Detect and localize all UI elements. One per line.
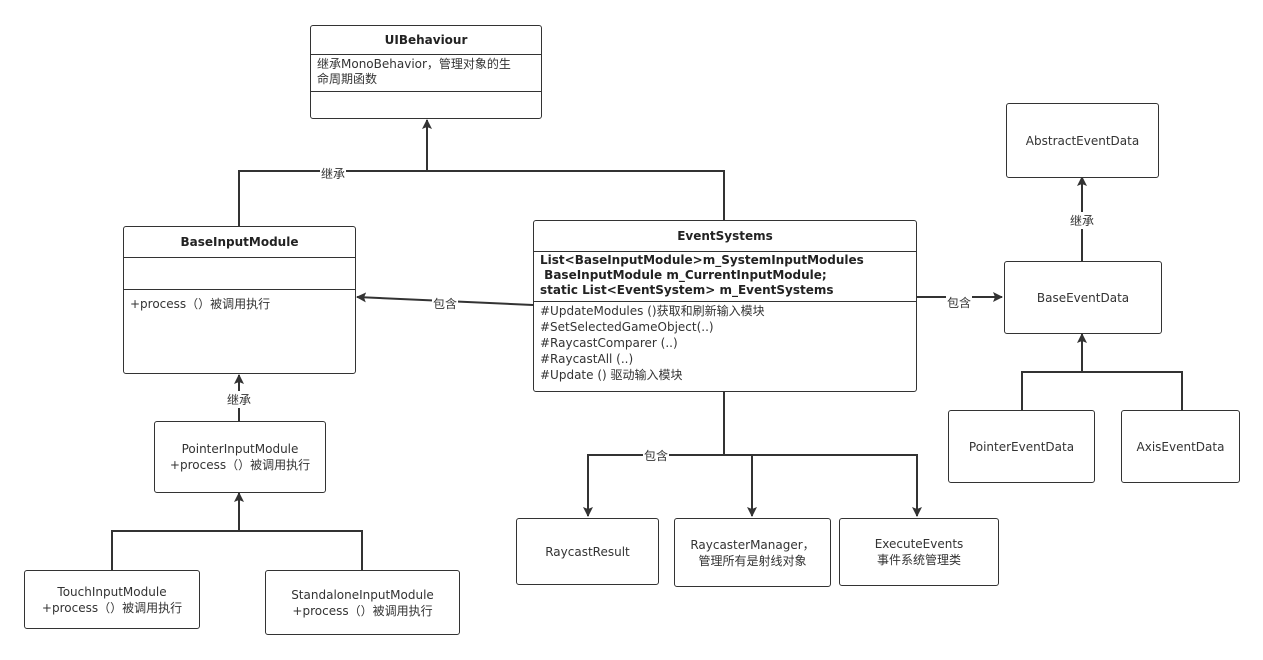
box-line: TouchInputModule (57, 584, 167, 599)
class-title: BaseInputModule (180, 235, 299, 249)
box-line: +process（）被调用执行 (169, 458, 311, 472)
eventsystems-class[interactable]: EventSystems List<BaseInputModule>m_Syst… (533, 220, 917, 392)
edge-label-contain: 包含 (946, 294, 973, 311)
edge-label-inherit: 继承 (1069, 212, 1096, 229)
method-item: #SetSelectedGameObject(..) (540, 320, 714, 334)
box-line: +process（）被调用执行 (292, 603, 433, 618)
class-empty-section (124, 257, 355, 289)
abstracteventdata-box[interactable]: AbstractEventData (1006, 103, 1159, 178)
edge-touch-to-pointer (111, 492, 244, 570)
class-empty-section (311, 91, 541, 118)
box-line: AbstractEventData (1025, 133, 1140, 148)
box-line: RaycasterManager， (690, 537, 815, 552)
pointereventdata-box[interactable]: PointerEventData (948, 410, 1095, 483)
box-line: ExecuteEvents (874, 537, 964, 551)
method-item: #RaycastAll (..) (540, 352, 634, 366)
box-line: PointerInputModule (181, 442, 299, 456)
edge-pointerdata-to-baseeventdata (1021, 333, 1087, 410)
field-item: List<BaseInputModule>m_SystemInputModule… (540, 253, 864, 267)
box-line: RaycastResult (545, 544, 630, 559)
class-methods: +process（）被调用执行 (124, 289, 355, 373)
axiseventdata-box[interactable]: AxisEventData (1121, 410, 1240, 483)
touchinputmodule-box[interactable]: TouchInputModule +process（）被调用执行 (24, 570, 200, 629)
edge-to-raycastermanager (724, 454, 757, 517)
edge-label-inherit: 继承 (320, 165, 347, 182)
class-fields: List<BaseInputModule>m_SystemInputModule… (534, 251, 916, 301)
box-line: StandaloneInputModule (291, 587, 434, 602)
class-title: UIBehaviour (384, 33, 468, 47)
field-item: BaseInputModule m_CurrentInputModule; (540, 268, 827, 282)
edge-label-contain: 包含 (432, 295, 459, 312)
box-line: PointerEventData (968, 439, 1075, 454)
edge-to-raycastresult (583, 454, 724, 517)
edge-to-executeevents (724, 454, 922, 517)
method-item: +process（）被调用执行 (130, 297, 271, 311)
method-item: #RaycastComparer (..) (540, 336, 678, 350)
edge-standalone-to-pointer (239, 530, 363, 570)
edge-eventsystems-to-uibehaviour (427, 170, 725, 220)
field-item: static List<EventSystem> m_EventSystems (540, 283, 834, 297)
baseinputmodule-class[interactable]: BaseInputModule +process（）被调用执行 (123, 226, 356, 374)
class-title: EventSystems (677, 229, 773, 243)
class-methods: #UpdateModules ()获取和刷新输入模块 #SetSelectedG… (534, 301, 916, 391)
edge-label-inherit: 继承 (226, 391, 253, 408)
method-item: #Update () 驱动输入模块 (540, 368, 683, 382)
box-line: AxisEventData (1136, 439, 1225, 454)
description-line: 继承MonoBehavior，管理对象的生 (317, 57, 511, 71)
box-line: 事件系统管理类 (876, 553, 961, 567)
standaloneinputmodule-box[interactable]: StandaloneInputModule +process（）被调用执行 (265, 570, 460, 635)
pointerinputmodule-box[interactable]: PointerInputModule +process（）被调用执行 (154, 421, 326, 493)
uibehaviour-class[interactable]: UIBehaviour 继承MonoBehavior，管理对象的生 命周期函数 (310, 25, 542, 119)
class-description: 继承MonoBehavior，管理对象的生 命周期函数 (311, 54, 541, 91)
box-line: BaseEventData (1036, 290, 1130, 305)
method-item: #UpdateModules ()获取和刷新输入模块 (540, 304, 765, 318)
executeevents-box[interactable]: ExecuteEvents 事件系统管理类 (839, 518, 999, 586)
raycastermanager-box[interactable]: RaycasterManager， 管理所有是射线对象 (674, 518, 831, 587)
box-line: 管理所有是射线对象 (698, 553, 807, 568)
edge-axisdata-to-baseeventdata (1082, 371, 1183, 410)
description-line: 命周期函数 (317, 72, 378, 86)
edge-label-contain: 包含 (643, 447, 670, 464)
baseeventdata-box[interactable]: BaseEventData (1004, 261, 1162, 334)
raycastresult-box[interactable]: RaycastResult (516, 518, 659, 585)
box-line: +process（）被调用执行 (41, 600, 183, 615)
